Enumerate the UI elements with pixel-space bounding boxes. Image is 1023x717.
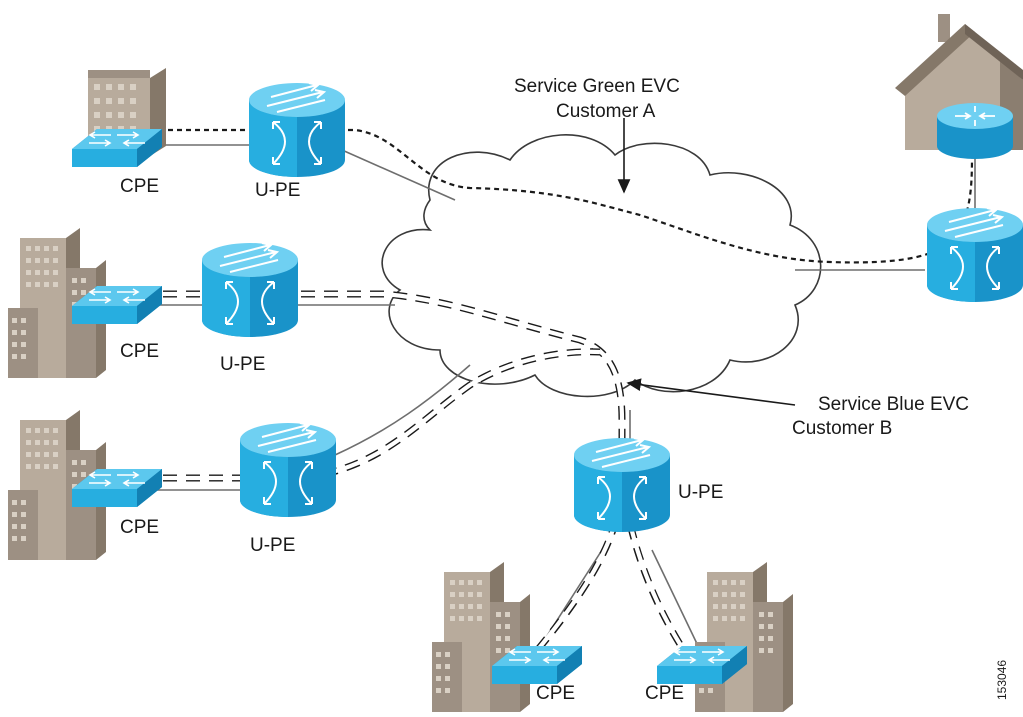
router-icon [248, 82, 346, 178]
figure-id: 153046 [995, 660, 1009, 700]
cloud-icon [381, 134, 822, 398]
router-icon [239, 422, 337, 518]
upe-label: U-PE [220, 354, 265, 375]
building-icon [695, 562, 793, 712]
cpe-label: CPE [536, 683, 575, 704]
cpe-label: CPE [120, 341, 159, 362]
router-icon [573, 437, 671, 533]
service-blue-label: Service Blue EVC [818, 394, 969, 415]
upe-label: U-PE [678, 482, 723, 503]
upe-label: U-PE [250, 535, 295, 556]
customer-b-arrow [626, 378, 796, 406]
customer-a-label: Customer A [556, 101, 656, 122]
building-icon [432, 562, 530, 712]
service-green-label: Service Green EVC [514, 76, 680, 97]
cpe-label: CPE [120, 176, 159, 197]
customer-b-label: Customer B [792, 418, 892, 439]
router-icon [201, 242, 299, 338]
service-green-evc-path [105, 128, 974, 264]
switch-icon [71, 128, 163, 168]
router-icon [936, 102, 1014, 160]
upe-label: U-PE [255, 180, 300, 201]
router-icon [926, 207, 1023, 303]
cpe-label: CPE [120, 517, 159, 538]
service-blue-evc-path [140, 290, 693, 668]
cpe-label: CPE [645, 683, 684, 704]
